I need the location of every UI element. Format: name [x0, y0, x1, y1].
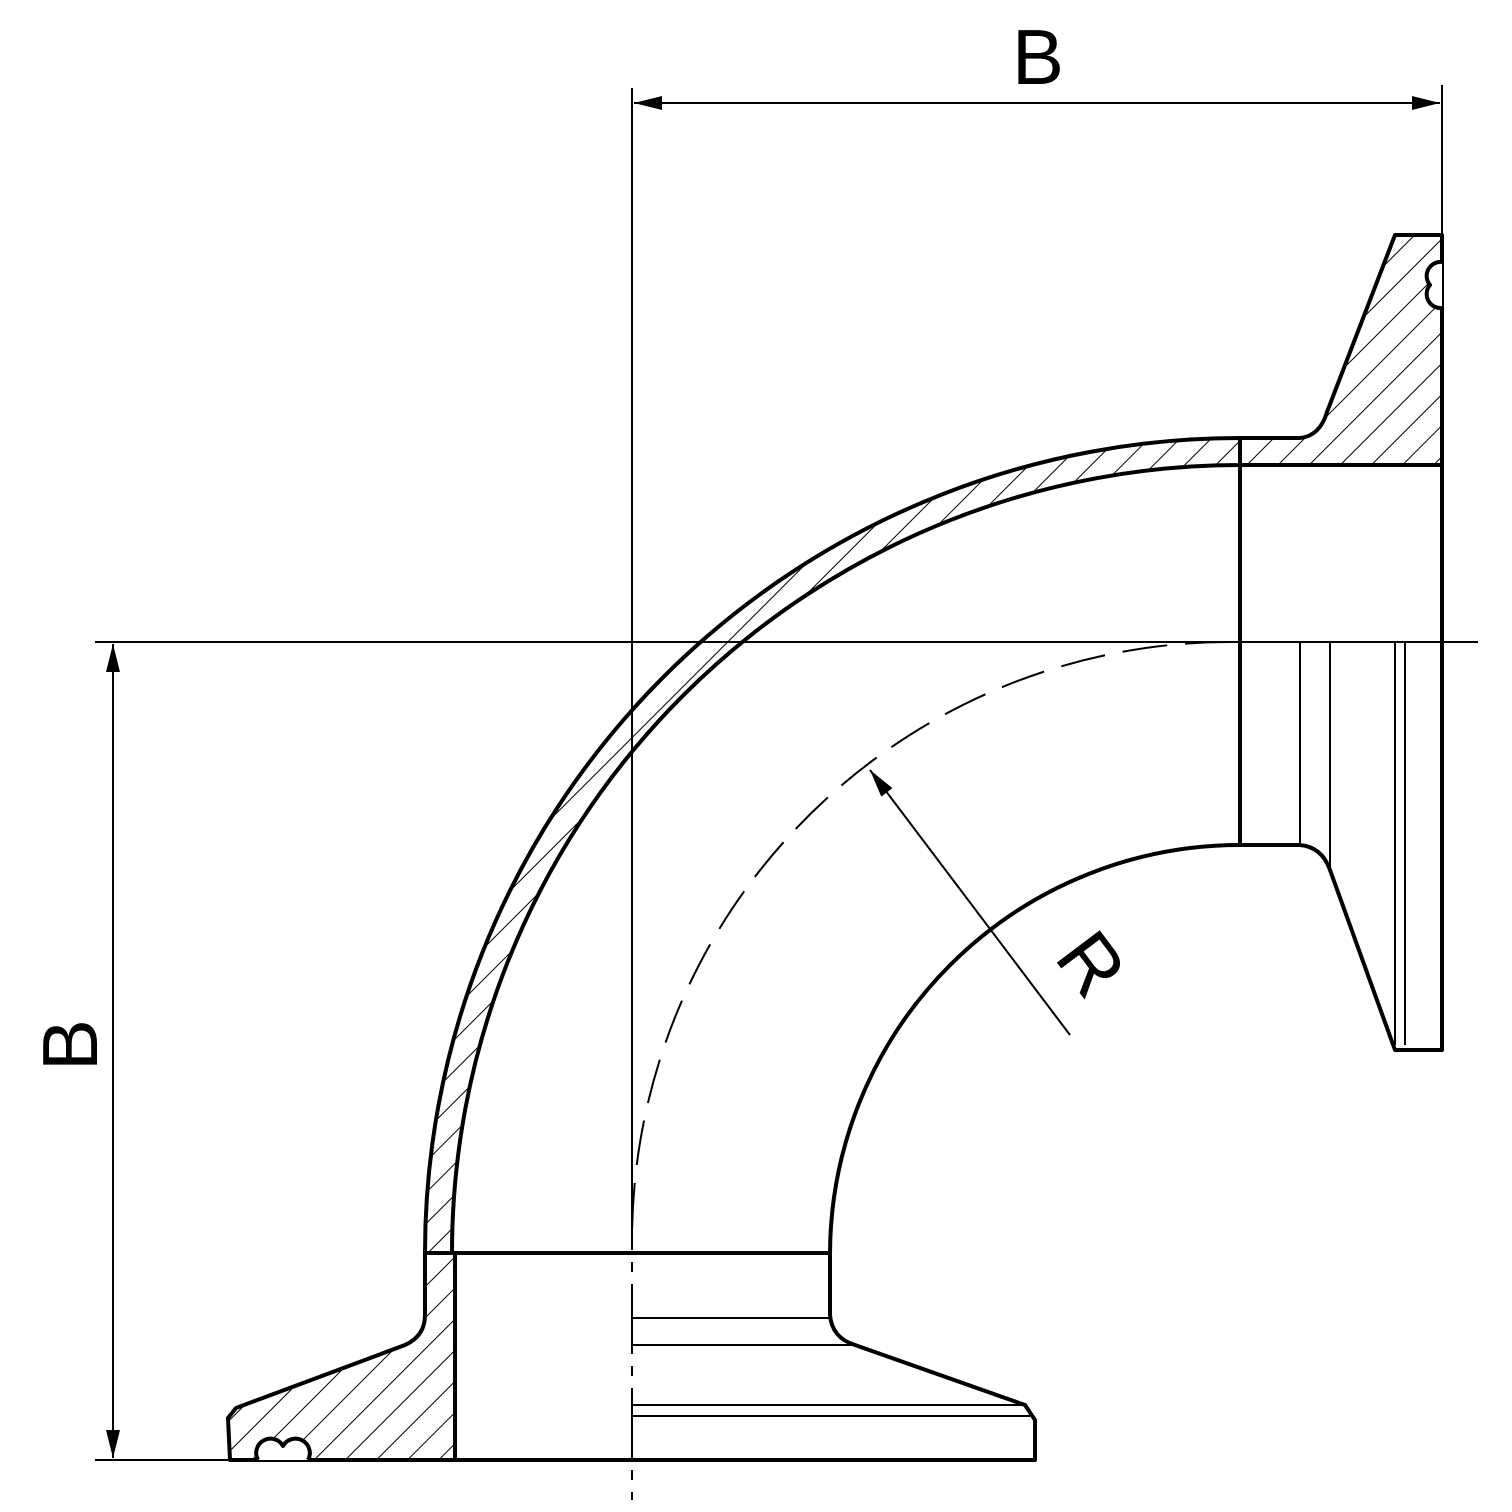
part-outline	[254, 259, 1444, 1462]
top-dimension-label: B	[1012, 13, 1064, 101]
elbow-wall-section	[423, 436, 1242, 1255]
bottom-flange-right	[455, 1253, 1037, 1462]
right-gasket-groove	[1424, 259, 1443, 311]
right-flange-lower	[1240, 465, 1444, 1052]
dimension-lines	[95, 85, 1478, 1500]
flange-detail-lines	[632, 642, 1406, 1417]
inner-bend-arc	[828, 843, 1241, 1254]
radius-leader	[869, 769, 1071, 1036]
right-flange-section	[1238, 233, 1444, 467]
centerline-arc	[631, 641, 1231, 1241]
bottom-gasket-groove	[254, 1436, 312, 1461]
left-dimension-label: B	[26, 1019, 114, 1071]
section-hatching	[226, 233, 1444, 1462]
bottom-flange-section	[226, 1251, 457, 1462]
radius-label: R	[1039, 915, 1143, 1013]
